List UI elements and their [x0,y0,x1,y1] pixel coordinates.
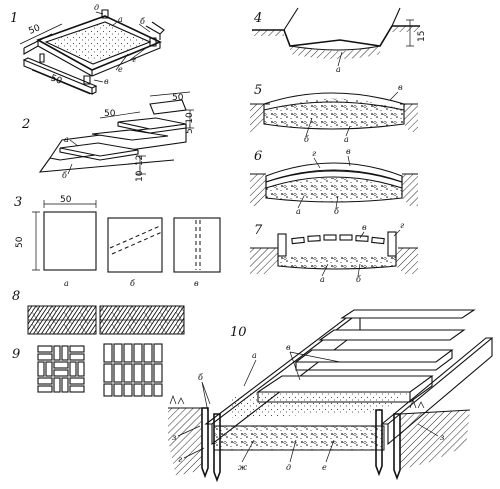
panel-3-dim-width: 50 [60,195,72,205]
panel-1-letter-b: б [140,17,145,26]
panel-3-letter-b: б [130,279,135,288]
panel-10-letter-v: в [286,343,291,352]
panel-6-path-section: 6 г в а б [250,147,418,216]
panel-2-dim-base: 10–12 [135,155,145,182]
panel-6-letter-g: г [312,149,316,158]
panel-10-path-construction: 10 а в б з г ж д е з [168,309,494,483]
panel-2-letter-a: а [64,135,69,144]
panel-3-slab-shapes: 3 50 50 а б в [14,195,221,288]
panel-6-letter-a: а [296,207,301,216]
panel-1-dim-width: 50 [27,23,42,37]
panel-2-dim-mid: 50 [104,109,116,119]
panel-3-dim-height: 50 [15,236,25,248]
panel-10-letter-e: е [322,463,327,472]
panel-2-letter-b: б [62,171,67,180]
panel-2-dim-thickness: 5–10 [185,112,195,134]
panel-7-letter-g: г [400,221,404,230]
panel-1-dim-length: 50 [49,73,63,86]
panel-10-letter-a: а [252,351,257,360]
panel-4-dim-depth: 15 [417,31,427,42]
panel-6-number: 6 [254,149,262,164]
panel-10-letter-b: б [198,373,203,382]
panel-7-number: 7 [254,223,263,238]
panel-4-trench: 4 15 а [252,7,427,74]
panel-5-letter-b: б [304,135,309,144]
panel-1-formwork-frame: 1 50 50 д а б г е в [10,3,165,95]
panel-7-curbed-path: 7 в г а б [250,221,418,284]
panel-10-number: 10 [230,325,247,340]
panel-6-letter-v: в [346,147,351,156]
panel-10-letter-g: г [178,455,182,464]
panel-3-letter-a: а [64,279,69,288]
panel-2-dim-top: 50 [172,93,184,103]
panel-1-letter-v: в [104,77,109,86]
panel-5-number: 5 [254,83,262,98]
panel-6-letter-b: б [334,207,339,216]
panel-1-number: 1 [10,11,18,26]
panel-10-letter-z-left: з [172,433,176,442]
panel-4-letter-a: а [336,65,341,74]
panel-10-letter-z-right: з [440,433,444,442]
panel-1-letter-d: д [94,3,99,12]
panel-3-number: 3 [14,195,22,210]
panel-3-letter-v: в [194,279,199,288]
panel-1-letter-a: а [118,15,123,24]
panel-7-letter-v: в [362,223,367,232]
panel-5-path-section: 5 в б а [250,83,418,144]
panel-10-letter-zh: ж [238,463,247,472]
panel-8-herringbone-patterns: 8 [12,289,185,335]
panel-10-letter-d: д [286,463,291,472]
panel-7-letter-b: б [356,275,361,284]
panel-2-slab-laying: 2 50 50 5–10 10–12 а б [21,91,195,182]
panel-8-number: 8 [12,289,20,304]
panel-5-letter-v: в [398,83,403,92]
panel-1-letter-e: е [118,65,123,74]
panel-7-letter-a: а [320,275,325,284]
panel-4-number: 4 [253,11,262,26]
panel-1-letter-g: г [132,55,136,64]
panel-2-number: 2 [21,117,30,132]
panel-5-letter-a: а [344,135,349,144]
panel-9-brick-patterns: 9 [12,343,163,397]
panel-9-number: 9 [12,347,20,362]
